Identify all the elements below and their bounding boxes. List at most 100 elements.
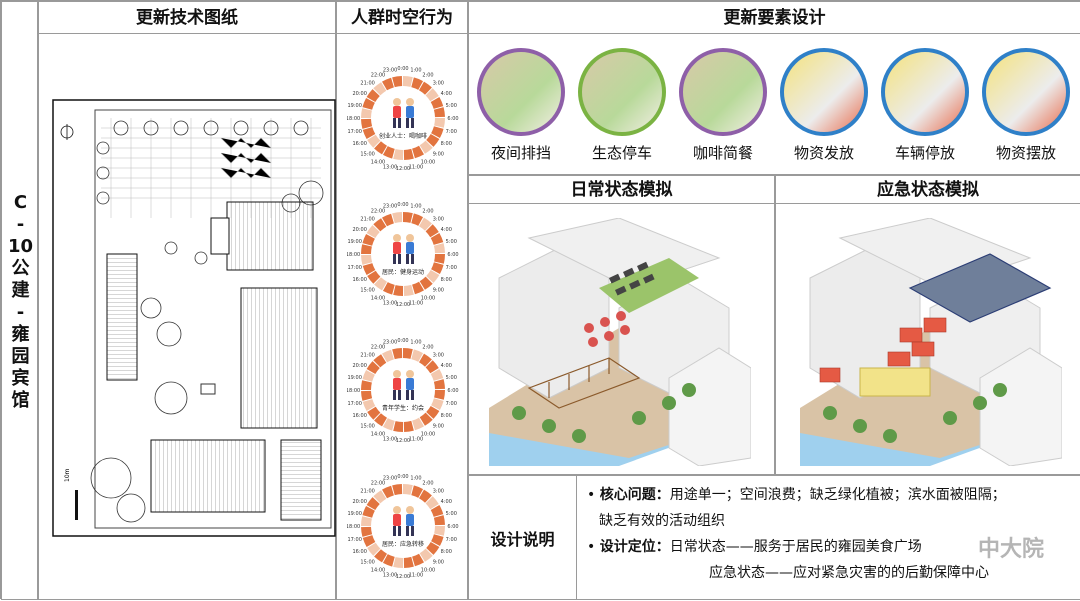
clock-tick-label: 12:00: [396, 166, 410, 172]
clock-tick-label: 20:00: [352, 363, 366, 369]
clock-tick-label: 15:00: [360, 423, 374, 429]
clock-segment: [411, 349, 424, 362]
clock-tick-label: 16:00: [352, 277, 366, 283]
clock-segment: [433, 243, 445, 254]
clock-tick-label: 11:00: [409, 436, 423, 442]
clock-tick-label: 5:00: [446, 103, 457, 109]
clock-segment: [382, 146, 395, 159]
clock-segment: [362, 263, 376, 275]
clock-tick-label: 11:00: [409, 572, 423, 578]
clock-segment: [361, 118, 373, 129]
clock-tick-label: 3:00: [433, 81, 444, 87]
clock-tick-label: 13:00: [383, 572, 397, 578]
clock-segment: [362, 399, 376, 411]
clock-tick-label: 2:00: [422, 73, 433, 79]
clock-tick-label: 6:00: [447, 524, 458, 530]
clock-tick-label: 9:00: [433, 287, 444, 293]
behavior-header: 人群时空行为: [337, 2, 467, 34]
clock-segment: [433, 107, 445, 118]
element-label: 夜间排挡: [490, 144, 551, 162]
clock-segment: [361, 254, 373, 265]
element-label: 车辆停放: [894, 144, 955, 162]
clock-tick-label: 10:00: [421, 567, 435, 573]
side-title-char: -: [16, 213, 25, 235]
clock-tick-label: 19:00: [347, 511, 361, 517]
clock-segment: [382, 282, 395, 295]
clock-segment: [382, 485, 394, 499]
clock-segment: [425, 496, 439, 510]
clock-tick-label: 19:00: [347, 103, 361, 109]
clock-segment: [419, 276, 433, 290]
clock-tick-label: 3:00: [433, 489, 444, 495]
behavior-caption: 居民：应急转移: [382, 540, 424, 548]
clock-segment: [426, 542, 440, 555]
clock-segment: [426, 134, 440, 147]
clock-segment: [367, 406, 381, 420]
clock-tick-label: 17:00: [347, 265, 361, 271]
clock-segment: [419, 353, 432, 367]
clock-segment: [411, 213, 424, 226]
clock-segment: [361, 516, 372, 526]
daily-header: 日常状态模拟: [469, 176, 774, 204]
clock-segment: [431, 398, 444, 411]
clock-tick-label: 9:00: [433, 423, 444, 429]
clock-tick-label: 8:00: [441, 549, 452, 555]
clock-segment: [412, 417, 424, 431]
clock-segment: [373, 82, 387, 96]
element-thumbnail: [477, 48, 565, 136]
design-note-panel: 设计说明 • 核心问题：用途单一；空间浪费；缺乏绿化植被；滨水面被阻隔； 缺乏有…: [468, 475, 1080, 600]
person-figure: [393, 98, 414, 128]
clock-tick-label: 18:00: [347, 116, 360, 122]
clock-segment: [373, 490, 387, 504]
clock-tick-label: 13:00: [383, 436, 397, 442]
note-position-emergency: 应急状态——应对紧急灾害的的后勤保障中心: [709, 565, 989, 581]
clock-segment: [362, 233, 375, 246]
clock-segment: [382, 554, 395, 567]
clock-segment: [392, 484, 403, 496]
clock-tick-label: 0:00: [397, 66, 408, 72]
clock-tick-label: 3:00: [433, 353, 444, 359]
design-note-title: 设计说明: [469, 476, 577, 599]
clock-tick-label: 2:00: [422, 209, 433, 215]
clock-segment: [403, 284, 414, 296]
clock-segment: [411, 485, 424, 498]
clock-segment: [367, 542, 381, 556]
element-thumbnail: [881, 48, 969, 136]
elements-header: 更新要素设计: [469, 2, 1080, 34]
clock-tick-label: 16:00: [352, 141, 366, 147]
clock-segment: [374, 141, 387, 155]
clock-segment: [425, 88, 439, 102]
clock-tick-label: 12:00: [396, 574, 410, 580]
clock-tick-label: 12:00: [396, 438, 410, 444]
side-title-char: 雍: [11, 323, 30, 345]
note-core-text: 用途单一；空间浪费；缺乏绿化植被；滨水面被阻隔；: [669, 487, 1006, 503]
clock-segment: [412, 281, 424, 295]
clock-segment: [419, 412, 433, 426]
clock-tick-label: 13:00: [383, 300, 397, 306]
clock-segment: [392, 76, 403, 88]
clock-tick-label: 19:00: [347, 239, 361, 245]
clock-segment: [412, 145, 424, 159]
clock-tick-label: 15:00: [360, 151, 374, 157]
clock-segment: [382, 349, 394, 363]
clock-segment: [366, 497, 380, 510]
clock-tick-label: 5:00: [446, 239, 457, 245]
clock-tick-label: 9:00: [433, 559, 444, 565]
element-thumbnail: [578, 48, 666, 136]
clock-segment: [431, 262, 444, 275]
clock-tick-label: 19:00: [347, 375, 361, 381]
clock-tick-label: 16:00: [352, 549, 366, 555]
clock-segment: [382, 77, 394, 91]
behavior-caption: 创业人士：喝咖啡: [379, 132, 427, 140]
clock-tick-label: 22:00: [371, 481, 385, 487]
clock-tick-label: 1:00: [410, 68, 421, 74]
clock-tick-label: 15:00: [360, 287, 374, 293]
clock-segment: [430, 505, 444, 517]
clock-tick-label: 7:00: [446, 129, 457, 135]
clock-tick-label: 8:00: [441, 277, 452, 283]
note-position: • 设计定位：日常状态——服务于居民的雍园美食广场: [587, 539, 922, 555]
clock-segment: [419, 548, 433, 562]
clock-tick-label: 4:00: [441, 499, 452, 505]
clock-tick-label: 6:00: [447, 252, 458, 258]
